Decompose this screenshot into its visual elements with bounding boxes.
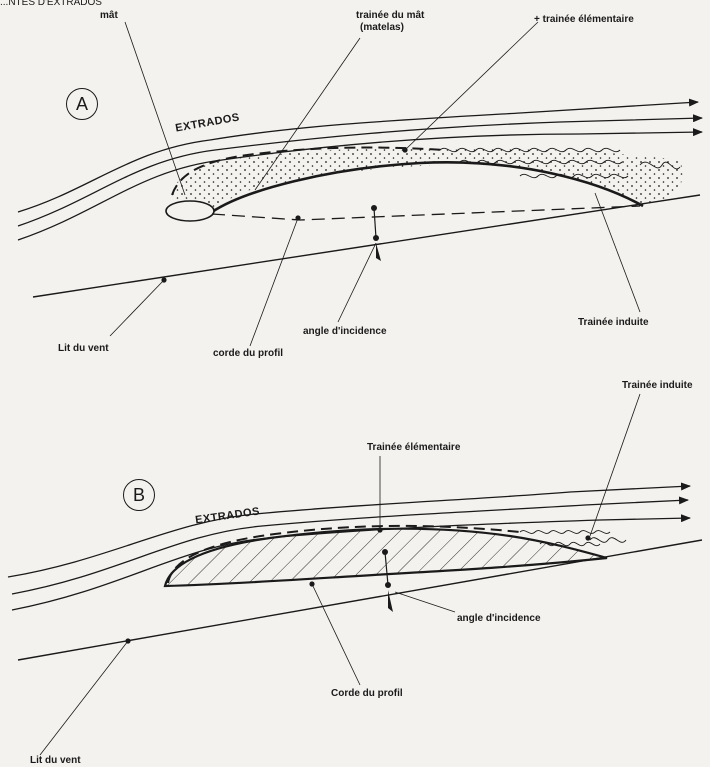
- label-lit-du-vent-b: Lit du vent: [30, 755, 81, 766]
- label-trainee-mat: trainée du mât: [356, 10, 424, 21]
- figure-b-marker: B: [123, 479, 155, 511]
- label-angle-b: angle d'incidence: [457, 613, 541, 624]
- label-lit-du-vent-a: Lit du vent: [58, 343, 109, 354]
- chord-line-a: [212, 206, 640, 220]
- figure-a: [18, 22, 702, 346]
- mast-wake-region: [170, 148, 683, 214]
- figure-a-marker: A: [66, 88, 98, 120]
- label-trainee-induite-a: Trainée induite: [578, 317, 649, 328]
- mast-section: [166, 201, 214, 221]
- label-corde-a: corde du profil: [213, 348, 283, 359]
- label-corde-b: Corde du profil: [331, 688, 403, 699]
- label-mat: mât: [100, 10, 118, 21]
- label-angle-a: angle d'incidence: [303, 326, 387, 337]
- label-trainee-induite-b: Trainée induite: [622, 380, 693, 391]
- label-trainee-elementaire-a: + trainée élémentaire: [534, 14, 634, 25]
- figure-b: [8, 394, 702, 755]
- label-trainee-elementaire-b: Trainée élémentaire: [367, 442, 460, 453]
- wind-line-a: [33, 195, 700, 297]
- label-matelas: (matelas): [360, 22, 404, 33]
- header-fragment: ...NTES D'EXTRADOS: [0, 0, 102, 8]
